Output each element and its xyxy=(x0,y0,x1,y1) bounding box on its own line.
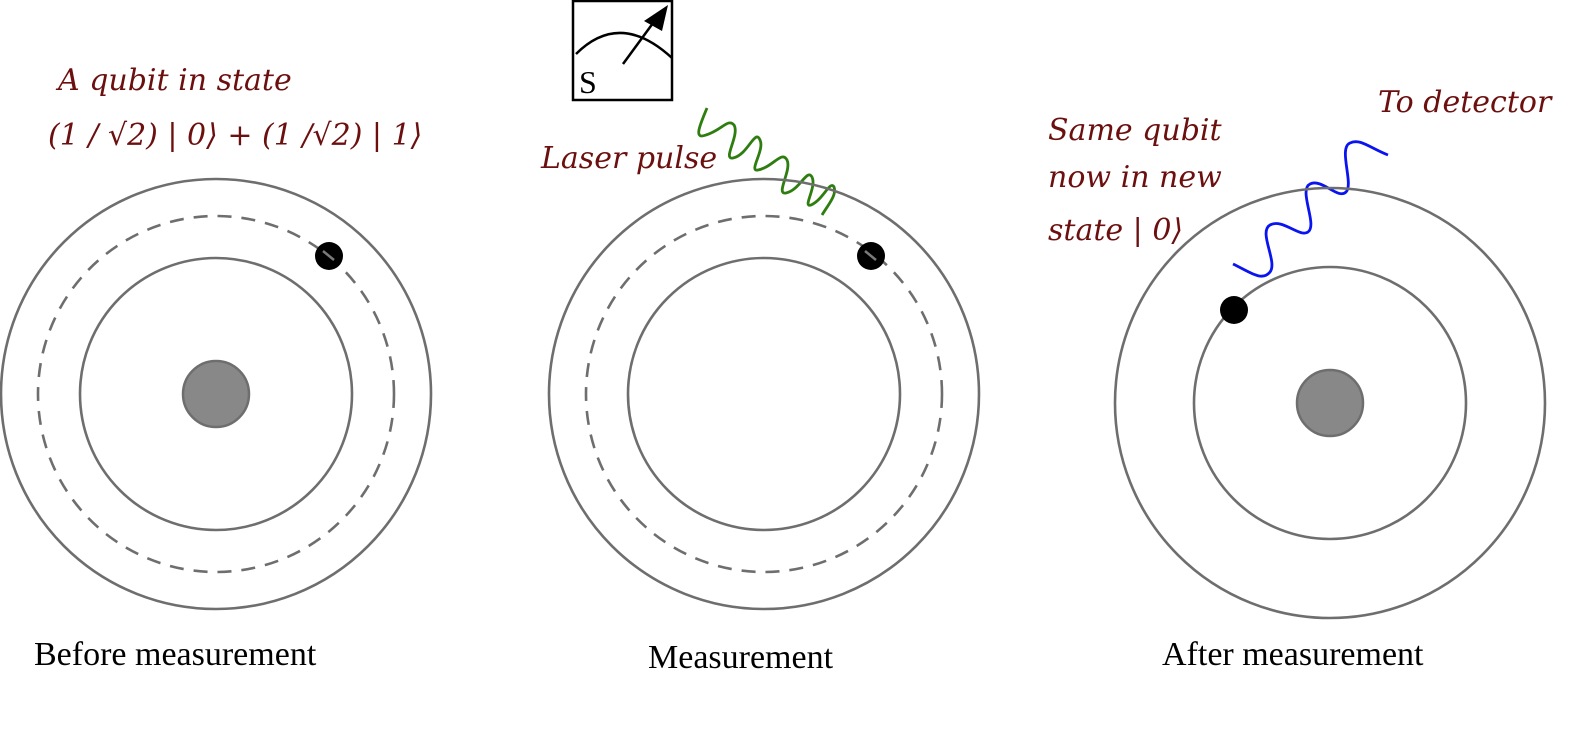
to-detector-label: To detector xyxy=(1378,85,1553,120)
meter-scale-arc xyxy=(575,31,673,59)
laser-pulse-wave xyxy=(697,107,836,216)
nucleus xyxy=(1295,368,1365,438)
outer-orbit xyxy=(547,177,981,611)
meter-needle xyxy=(621,18,658,65)
caption-after: After measurement xyxy=(1162,636,1424,673)
annotation-line-2: now in new xyxy=(1048,160,1222,195)
caption-measurement: Measurement xyxy=(648,639,834,676)
electron xyxy=(857,242,885,270)
emitted-photon-wave xyxy=(1232,140,1389,278)
electron-orbit-mark xyxy=(864,250,877,261)
annotation-line-1: A qubit in state xyxy=(55,63,292,98)
outer-orbit xyxy=(1113,186,1547,620)
inner-orbit xyxy=(1192,265,1468,541)
outer-orbit xyxy=(0,177,433,611)
nucleus xyxy=(181,359,251,429)
electron-orbit-mark xyxy=(322,250,335,261)
inner-orbit xyxy=(626,256,902,532)
meter-label: S xyxy=(579,64,597,100)
superposition-orbit xyxy=(584,214,944,574)
state-formula: (1 / √2) | 0⟩ + (1 /√2) | 1⟩ xyxy=(48,118,422,153)
caption-before: Before measurement xyxy=(34,636,317,673)
annotation-line-1: Same qubit xyxy=(1048,113,1222,148)
meter-needle-arrowhead xyxy=(644,5,668,31)
panel-after: To detector Same qubit now in new state … xyxy=(1048,85,1553,673)
electron xyxy=(315,242,343,270)
inner-orbit xyxy=(78,256,354,532)
panel-before: A qubit in state (1 / √2) | 0⟩ + (1 /√2)… xyxy=(0,63,433,673)
electron xyxy=(1220,296,1248,324)
meter-icon: S xyxy=(571,0,674,102)
annotation-line-3: state | 0⟩ xyxy=(1048,213,1183,248)
panel-measurement: S Laser pulse Measurement xyxy=(540,0,981,676)
laser-pulse-label: Laser pulse xyxy=(540,141,717,176)
superposition-orbit xyxy=(36,214,396,574)
